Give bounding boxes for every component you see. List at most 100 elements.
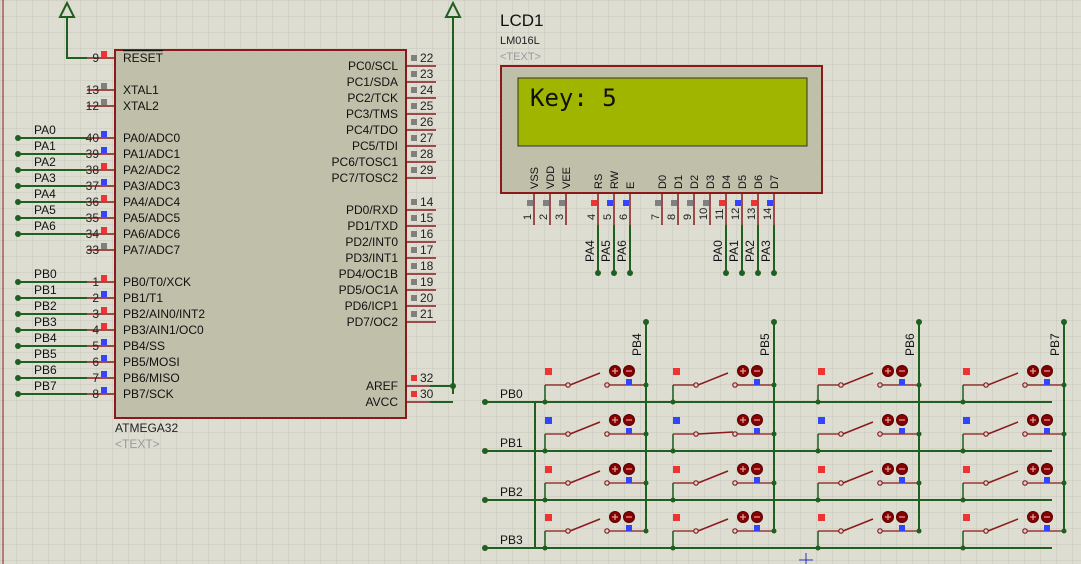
keypad-switch-8[interactable] [960,414,1067,454]
net-terminal[interactable] [15,343,21,349]
net-terminal[interactable] [723,270,729,276]
atmega32-body[interactable] [114,49,407,419]
net-terminal[interactable] [595,270,601,276]
net-terminal[interactable] [611,270,617,276]
net-terminal[interactable] [771,319,777,325]
net-terminal[interactable] [15,135,21,141]
keypad-column-PB5[interactable]: PB5 [758,319,777,530]
net-terminal[interactable] [627,270,633,276]
net-terminal[interactable] [15,359,21,365]
keypad-switch-9[interactable] [542,463,649,503]
net-terminal[interactable] [755,270,761,276]
net-terminal[interactable] [482,448,488,454]
net-terminal[interactable] [15,215,21,221]
keypad-switch-10[interactable] [670,463,777,503]
net-terminal[interactable] [15,199,21,205]
keypad-switch-7[interactable] [815,414,922,454]
net-terminal[interactable] [15,391,21,397]
aref-power-terminal-icon[interactable] [444,0,462,394]
lcd-pin-8[interactable]: 8D1 [666,175,685,225]
keypad-switch-15[interactable] [815,511,922,551]
keypad-switch-11[interactable] [815,463,922,503]
keypad-switch-12[interactable] [960,463,1067,503]
reset-power-terminal-icon[interactable] [58,0,87,59]
keypad-column-PB7[interactable]: PB7 [1048,319,1067,530]
keypad-switch-6[interactable] [670,414,777,454]
net-terminal[interactable] [15,327,21,333]
keypad-row-PB3[interactable]: PB3 [482,533,1052,551]
keypad-row-PB0[interactable]: PB0 [482,387,1052,405]
keypad-column-PB6[interactable]: PB6 [903,319,922,530]
keypad-switch-4[interactable] [960,365,1067,405]
net-terminal[interactable] [916,319,922,325]
lcd-pin-7[interactable]: 7D0 [650,175,669,225]
net-terminal[interactable] [15,375,21,381]
keypad-switch-14[interactable] [670,511,777,551]
keypad-switch-5[interactable] [542,414,649,454]
net-terminal[interactable] [15,167,21,173]
net-terminal[interactable] [15,295,21,301]
net-terminal[interactable] [15,151,21,157]
net-terminal[interactable] [643,319,649,325]
keypad-switch-3[interactable] [815,365,922,405]
net-terminal[interactable] [739,270,745,276]
keypad-row-PB1[interactable]: PB1 [482,436,1052,454]
net-terminal[interactable] [771,270,777,276]
lcd-pin-9[interactable]: 9D2 [682,175,701,225]
net-terminal[interactable] [482,497,488,503]
net-terminal[interactable] [482,399,488,405]
keypad-row-PB2[interactable]: PB2 [482,485,1052,503]
net-terminal[interactable] [15,183,21,189]
lcd-module[interactable]: LCD1 LM016L <TEXT> Key: 5 1VSS2VDD3VEE4R… [500,11,823,276]
keypad-switch-13[interactable] [542,511,649,551]
net-terminal[interactable] [1061,319,1067,325]
net-terminal[interactable] [482,545,488,551]
